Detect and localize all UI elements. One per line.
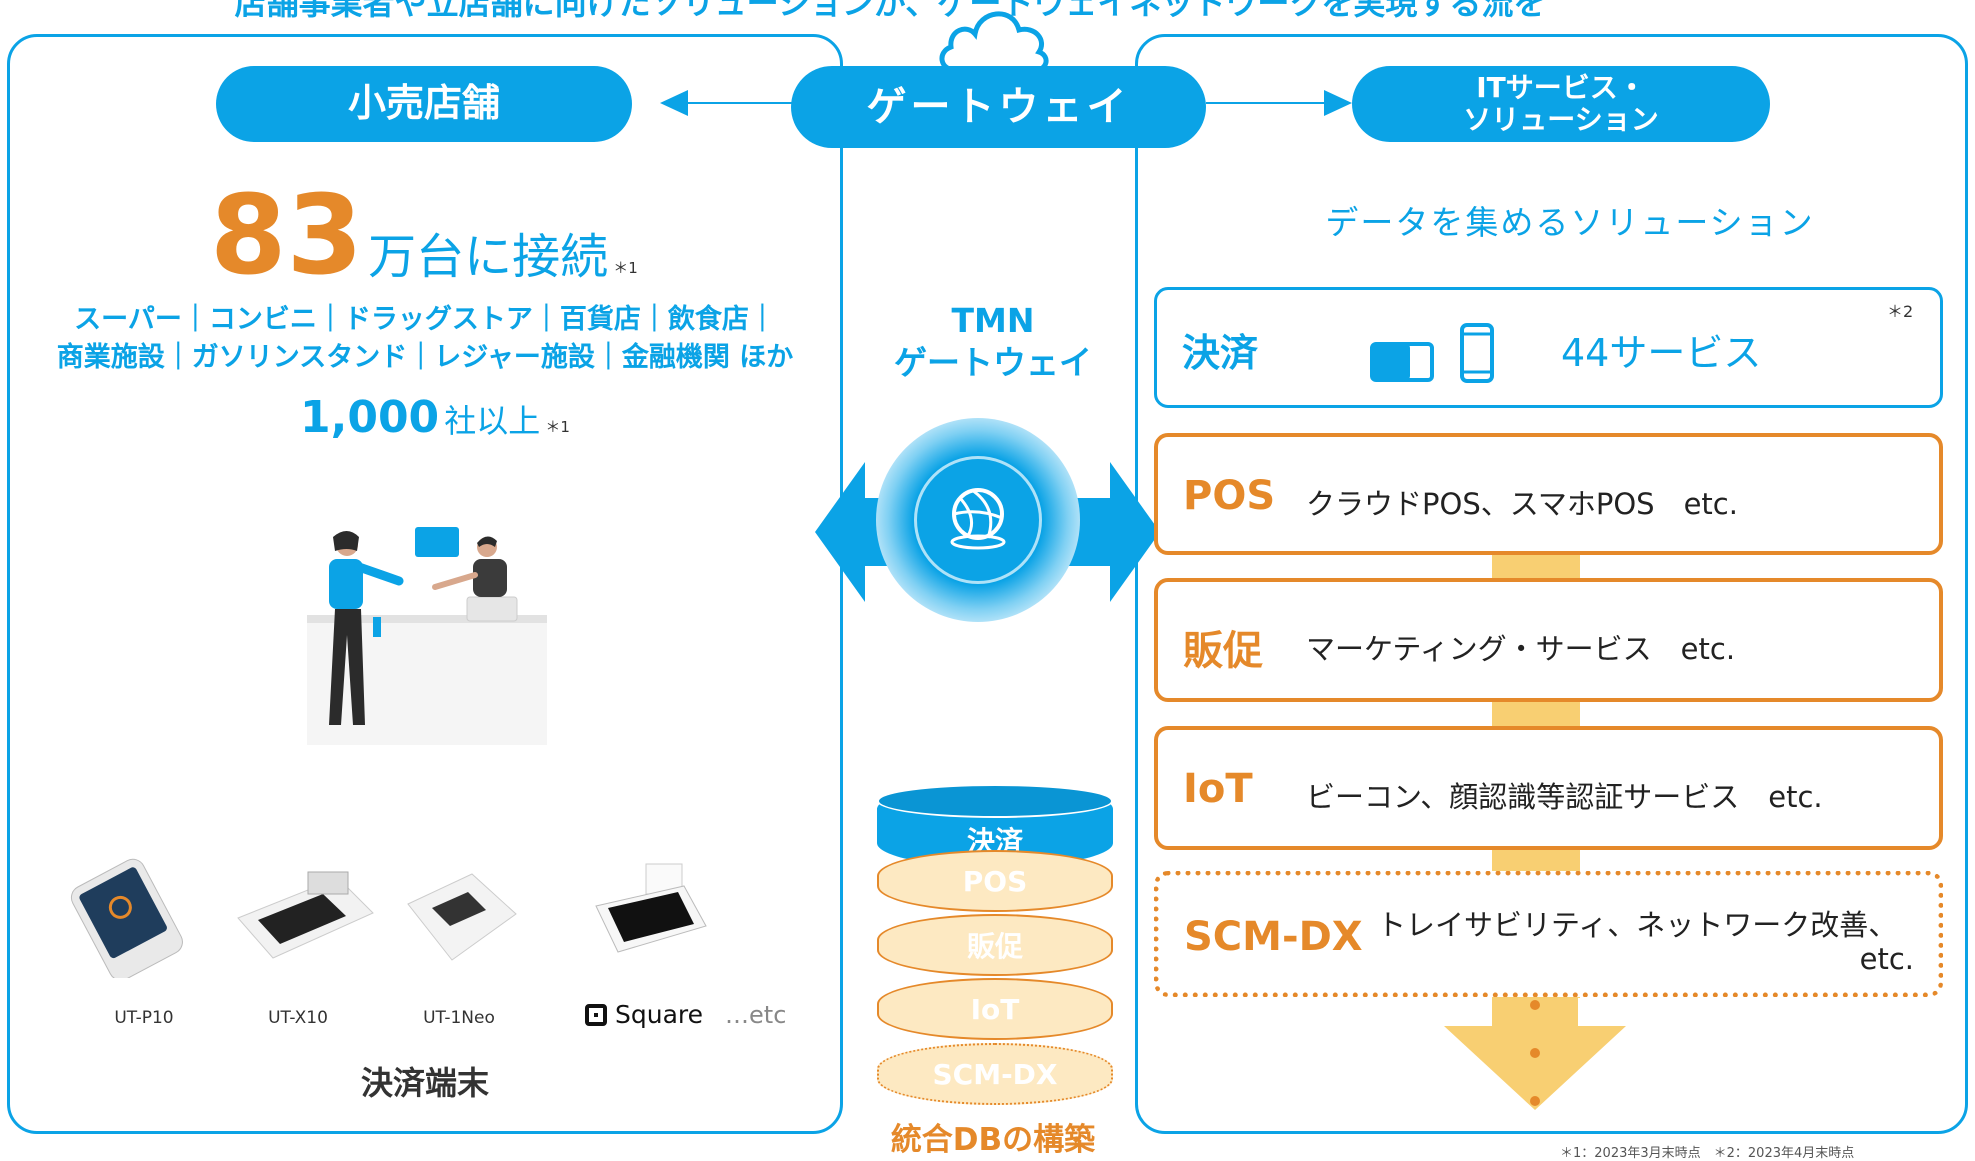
continuation-dot	[1530, 1048, 1540, 1058]
terminal-count: 83 万台に接続 ＊1	[210, 180, 710, 290]
companies-number: 1,000	[300, 392, 440, 443]
square-label: Square	[615, 1000, 704, 1029]
square-icon	[585, 1003, 607, 1026]
db-title: 統合DBの構築	[890, 1122, 1096, 1158]
it-pill-line2: ソリューション	[1463, 103, 1659, 136]
ut-x10-device-image	[237, 871, 374, 959]
count-note: ＊1	[613, 259, 638, 277]
solution-scm-desc-2: etc.	[1859, 942, 1914, 976]
solution-iot-desc: ビーコン、顔認識等認証サービス etc.	[1306, 780, 1823, 814]
categories-line-2: 商業施設｜ガソリンスタンド｜レジャー施設｜金融機関 ほか	[56, 342, 794, 373]
companies-suffix: 社以上	[444, 402, 541, 440]
it-solutions-pill: ITサービス・ ソリューション	[1352, 66, 1770, 142]
device-label-ut-1neo: UT-1Neo	[423, 1008, 495, 1028]
continuation-dot	[1530, 1000, 1540, 1010]
square-logo: Square …etc	[585, 1000, 786, 1029]
solution-pos-desc: クラウドPOS、スマホPOS etc.	[1306, 487, 1738, 521]
footnote: ＊1：2023年3月末時点 ＊2：2023年4月末時点	[1560, 1146, 1855, 1161]
db-layer-pos: POS	[877, 850, 1113, 912]
payment-label: 決済	[1182, 331, 1259, 375]
solution-scm-label: SCM-DX	[1184, 914, 1363, 960]
solution-iot: IoT ビーコン、顔認識等認証サービス etc.	[1154, 726, 1943, 850]
solution-scm-dx: SCM-DX トレイサビリティ、ネットワーク改善、 etc.	[1154, 871, 1943, 997]
db-layer-scm: SCM-DX	[877, 1043, 1113, 1105]
gateway-pill: ゲートウェイ	[791, 66, 1206, 148]
db-top-ellipse	[877, 784, 1113, 818]
solution-promo-label: 販促	[1183, 628, 1263, 674]
categories-line-1: スーパー｜コンビニ｜ドラッグストア｜百貨店｜飲食店｜	[74, 304, 776, 335]
solution-scm-desc-1: トレイサビリティ、ネットワーク改善、	[1377, 908, 1898, 942]
solution-pos-label: POS	[1183, 473, 1276, 519]
db-layer-iot: IoT	[877, 978, 1113, 1040]
tmn-line-1: TMN	[951, 301, 1035, 340]
company-count: 1,000 社以上 ＊1	[300, 392, 700, 443]
count-suffix: 万台に接続	[368, 229, 609, 285]
device-label-ut-x10: UT-X10	[268, 1008, 328, 1028]
gateway-core	[914, 456, 1042, 584]
solution-pos: POS クラウドPOS、スマホPOS etc.	[1154, 433, 1943, 555]
store-counter-illustration	[307, 527, 547, 745]
smartphone-icon	[1460, 323, 1494, 383]
db-layer-iot-label: IoT	[970, 992, 1020, 1026]
globe-icon	[950, 488, 1006, 550]
count-number: 83	[210, 171, 364, 299]
tmn-gateway-title: TMN ゲートウェイ	[858, 300, 1128, 384]
payment-count: 44サービス	[1561, 331, 1762, 375]
companies-note: ＊1	[545, 418, 570, 436]
device-label-ut-p10: UT-P10	[114, 1008, 174, 1028]
retail-store-pill: 小売店舗	[216, 66, 632, 142]
solution-promo: 販促 マーケティング・サービス etc.	[1154, 578, 1943, 702]
square-terminal-image	[595, 863, 707, 953]
payment-box: 決済 44サービス ＊2	[1154, 287, 1943, 408]
right-connector-arrow	[1206, 90, 1352, 116]
left-connector-arrow	[660, 90, 795, 116]
cloud-icon	[939, 11, 1049, 73]
payment-note: ＊2	[1887, 302, 1914, 321]
ut-1neo-device-image	[407, 873, 517, 961]
db-layer-scm-label: SCM-DX	[932, 1057, 1058, 1091]
top-banner: 店舗事業者や立店舗に向けたソリューションが、ゲートウェイネットワークを実現する流…	[234, 0, 1546, 22]
etc-label: …etc	[725, 1000, 787, 1029]
card-icon	[1370, 342, 1434, 382]
solution-iot-label: IoT	[1183, 766, 1253, 812]
solutions-subtitle: データを集めるソリューション	[1325, 203, 1815, 242]
db-layer-pos-label: POS	[962, 864, 1028, 898]
solution-promo-desc: マーケティング・サービス etc.	[1306, 632, 1736, 666]
tmn-line-2: ゲートウェイ	[894, 343, 1092, 382]
db-layer-promo-label: 販促	[966, 930, 1023, 963]
it-pill-line1: ITサービス・	[1476, 70, 1646, 104]
payment-terminals-title: 決済端末	[360, 1064, 489, 1102]
db-layer-promo: 販促	[877, 914, 1113, 976]
ut-p10-device-image	[70, 858, 183, 978]
continuation-dot	[1530, 1096, 1540, 1106]
